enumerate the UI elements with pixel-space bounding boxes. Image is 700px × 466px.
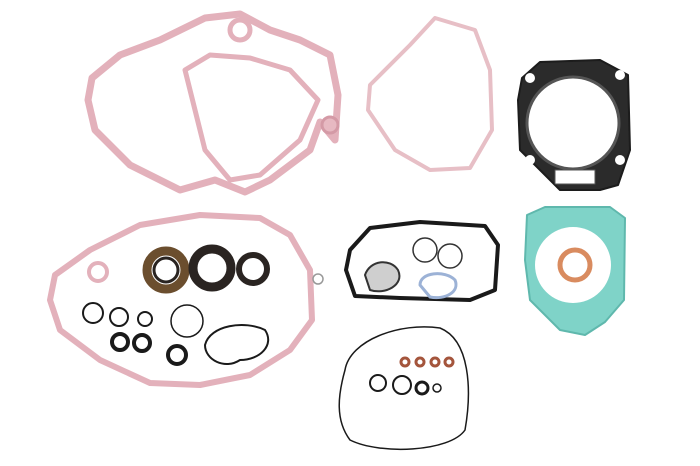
large-o-ring xyxy=(338,326,470,451)
crankcase-gasket xyxy=(47,212,315,388)
oil-seal xyxy=(188,244,236,292)
oil-seal xyxy=(142,246,190,294)
cylinder-head-gasket xyxy=(517,59,631,191)
copper-washer xyxy=(557,247,593,283)
oil-seal xyxy=(236,252,270,286)
ignition-cover-gasket xyxy=(366,16,494,172)
valve-cover-gasket xyxy=(344,220,500,302)
cylinder-base-gasket xyxy=(524,206,626,336)
clutch-cover-gasket xyxy=(84,10,342,196)
water-pump-o-ring xyxy=(204,324,270,365)
